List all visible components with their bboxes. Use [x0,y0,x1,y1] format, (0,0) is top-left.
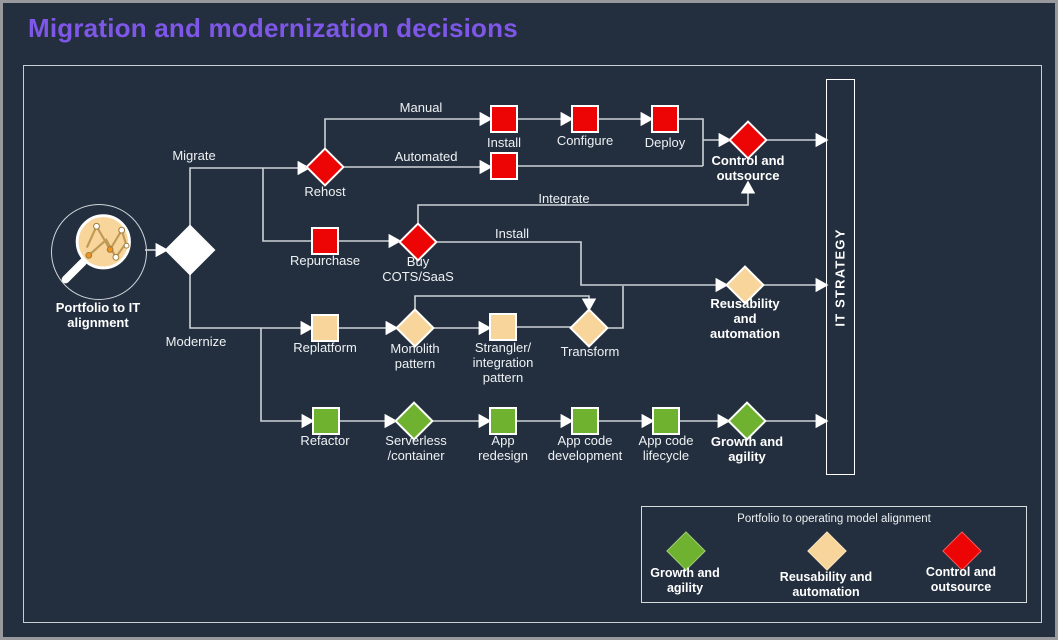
app-code-lifecycle-square [652,407,680,435]
refactor-square [312,407,340,435]
legend-box: Portfolio to operating model alignment G… [641,506,1027,603]
repurchase-square [311,227,339,255]
integrate-label: Integrate [538,191,590,206]
growth-agility-label: Growth and agility [710,434,784,465]
legend-red-label: Control and outsource [925,565,997,594]
refactor-label: Refactor [300,433,350,448]
page-title: Migration and modernization decisions [28,13,518,43]
magnifier-network-icon [61,214,131,284]
app-code-lifecycle-label: App code lifecycle [638,433,694,464]
configure-label: Configure [556,133,614,148]
configure-square [571,105,599,133]
legend-title: Portfolio to operating model alignment [737,513,931,525]
legend-tan-label: Reusability and automation [779,570,873,599]
install-square [490,105,518,133]
app-code-dev-square [571,407,599,435]
portfolio-label: Portfolio to IT alignment [55,300,141,331]
automated-square [490,152,518,180]
replatform-label: Replatform [293,340,357,355]
automated-label: Automated [394,149,458,164]
reusability-label: Reusability and automation [709,296,781,342]
repurchase-label: Repurchase [289,253,361,268]
it-strategy-bar: IT STRATEGY [826,79,855,475]
manual-label: Manual [399,100,443,115]
install-edge-label: Install [495,226,529,241]
replatform-square [311,314,339,342]
transform-label: Transform [560,344,620,359]
monolith-label: Monolith pattern [390,341,440,372]
strangler-square [489,313,517,341]
rehost-label: Rehost [304,184,346,199]
deploy-square [651,105,679,133]
legend-green-label: Growth and agility [650,566,720,595]
control-outsource-label: Control and outsource [711,153,785,184]
portfolio-circle [51,204,147,300]
app-code-dev-label: App code development [547,433,623,464]
strangler-label: Strangler/ integration pattern [472,340,534,386]
serverless-label: Serverless /container [385,433,447,464]
app-redesign-label: App redesign [478,433,528,464]
install-label: Install [487,135,521,150]
legend-tan-diamond [807,531,847,571]
buy-cots-label: Buy COTS/SaaS [382,254,454,285]
modernize-label: Modernize [165,334,227,349]
migrate-label: Migrate [172,148,216,163]
diagram-frame [23,65,1042,623]
deploy-label: Deploy [644,135,686,150]
legend-green-diamond [666,531,706,571]
it-strategy-label: IT STRATEGY [833,227,848,327]
app-redesign-square [489,407,517,435]
